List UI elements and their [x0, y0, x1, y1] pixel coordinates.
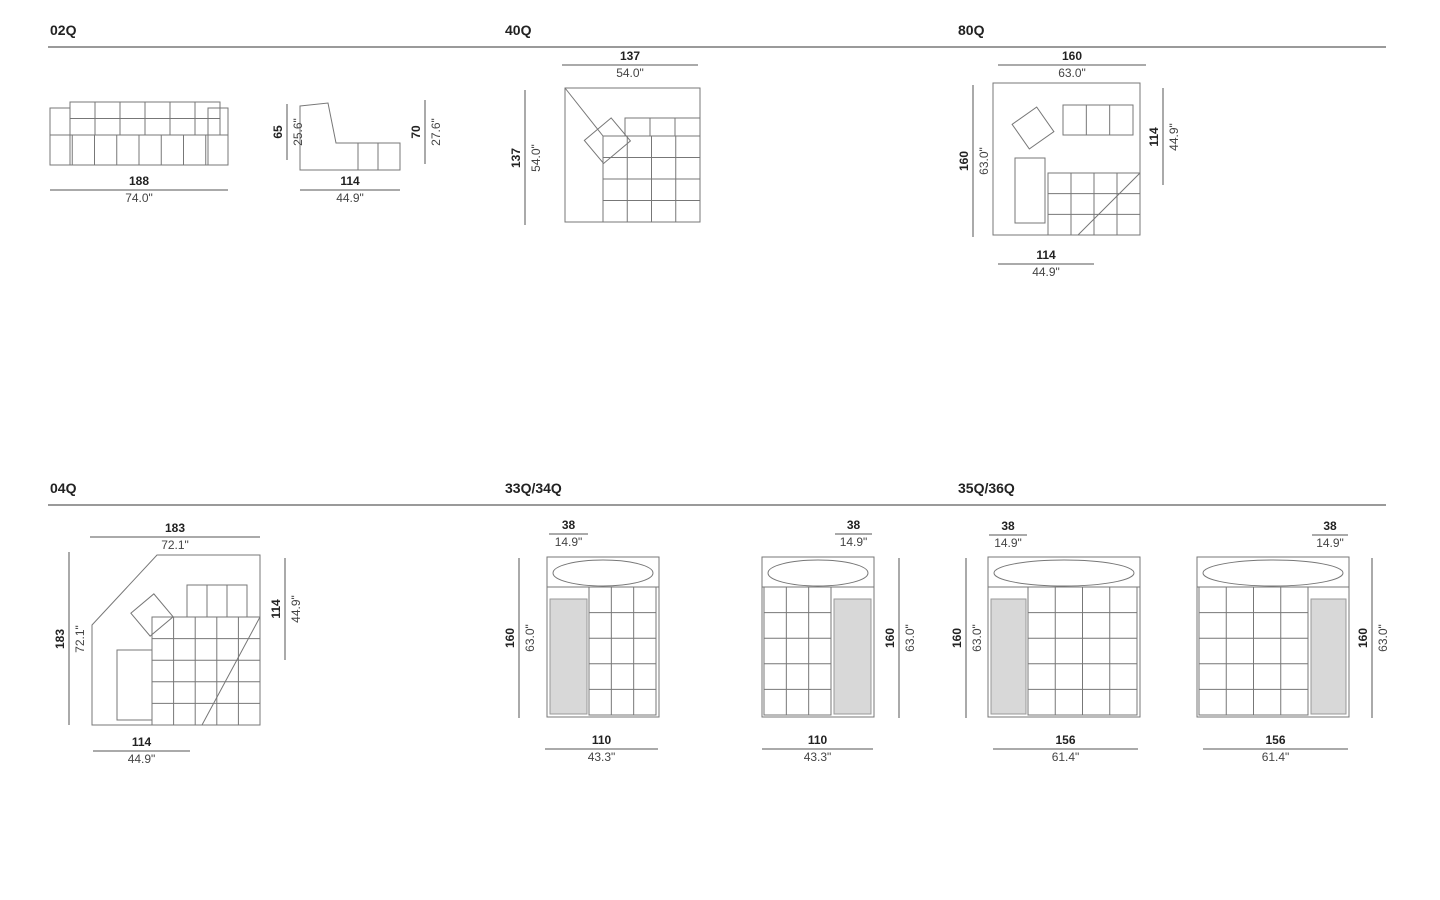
back-bolster — [1202, 559, 1344, 587]
sofa-80q-plan-drawing — [992, 82, 1141, 236]
section-title-40q: 40Q — [505, 22, 532, 38]
seat-cushions — [151, 616, 261, 726]
back-cushions — [1062, 104, 1134, 136]
section-title-80q: 80Q — [958, 22, 985, 38]
section-title-33q-34q: 33Q/34Q — [505, 480, 562, 496]
back-bolster — [767, 559, 869, 587]
side-profile — [299, 102, 401, 171]
sofa-36q-plan-drawing — [1196, 556, 1350, 718]
chaise-panel — [833, 598, 872, 715]
back-bolster — [993, 559, 1135, 587]
frame — [992, 82, 1141, 236]
back-cushions — [624, 117, 701, 137]
side-cushion — [1014, 157, 1046, 224]
chaise-panel — [1310, 598, 1347, 715]
back-cushions — [186, 584, 248, 618]
seat-cushions — [588, 586, 657, 716]
sofa-02q-side-drawing — [299, 102, 401, 171]
sofa-33q-plan-drawing — [546, 556, 660, 718]
frame — [564, 87, 701, 223]
frame — [1196, 556, 1350, 718]
frame — [761, 556, 875, 718]
pillow — [1011, 106, 1055, 150]
frame — [987, 556, 1141, 718]
armrest — [49, 107, 71, 166]
sofa-40q-plan-drawing — [564, 87, 701, 223]
chaise-panel — [990, 598, 1027, 715]
back-bolster — [552, 559, 654, 587]
sofa-04q-plan-drawing — [91, 554, 261, 726]
section-title-02q: 02Q — [50, 22, 77, 38]
armrest — [207, 107, 229, 166]
section-divider — [48, 46, 1386, 48]
section-divider — [48, 504, 1386, 506]
sofa-35q-plan-drawing — [987, 556, 1141, 718]
section-title-04q: 04Q — [50, 480, 77, 496]
side-cushion — [116, 649, 153, 721]
pillow — [583, 117, 632, 165]
sofa-34q-plan-drawing — [761, 556, 875, 718]
sofa-02q-front-drawing — [49, 101, 229, 166]
corner-seam — [564, 87, 604, 137]
frame — [546, 556, 660, 718]
pillow — [130, 593, 174, 637]
seat-cushions — [763, 586, 832, 716]
chaise-panel — [549, 598, 588, 715]
section-title-35q-36q: 35Q/36Q — [958, 480, 1015, 496]
